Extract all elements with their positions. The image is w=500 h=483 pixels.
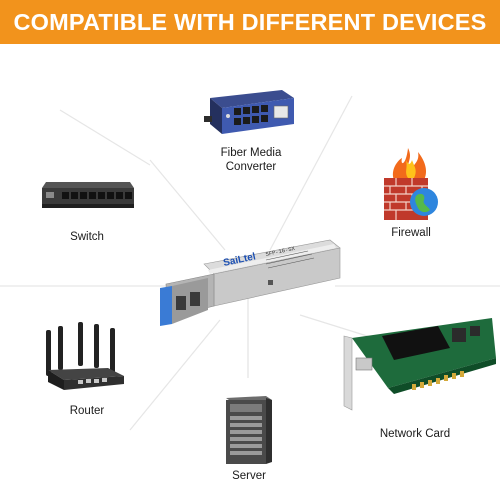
switch-label: Switch [70, 231, 104, 243]
firewall-label: Firewall [391, 227, 431, 239]
router-icon [46, 322, 124, 390]
router-label: Router [69, 405, 105, 417]
banner-title: COMPATIBLE WITH DIFFERENT DEVICES [13, 8, 487, 35]
network-card-icon [343, 318, 496, 411]
switch-icon [42, 182, 134, 208]
title-banner: COMPATIBLE WITH DIFFERENT DEVICES [0, 0, 500, 44]
firewall-icon [384, 148, 438, 220]
media-converter-label-line2: Converter [225, 161, 277, 173]
server-label: Server [232, 470, 266, 482]
media-converter-icon [204, 90, 294, 134]
sfp-module-image: SaiLtel SFP-1G-SX [160, 239, 341, 326]
server-icon [226, 396, 272, 464]
media-converter-label-line1: Fiber Media [220, 147, 282, 159]
media-converter-label: Fiber Media Converter [206, 146, 296, 174]
network-card-label: Network Card [379, 428, 451, 440]
